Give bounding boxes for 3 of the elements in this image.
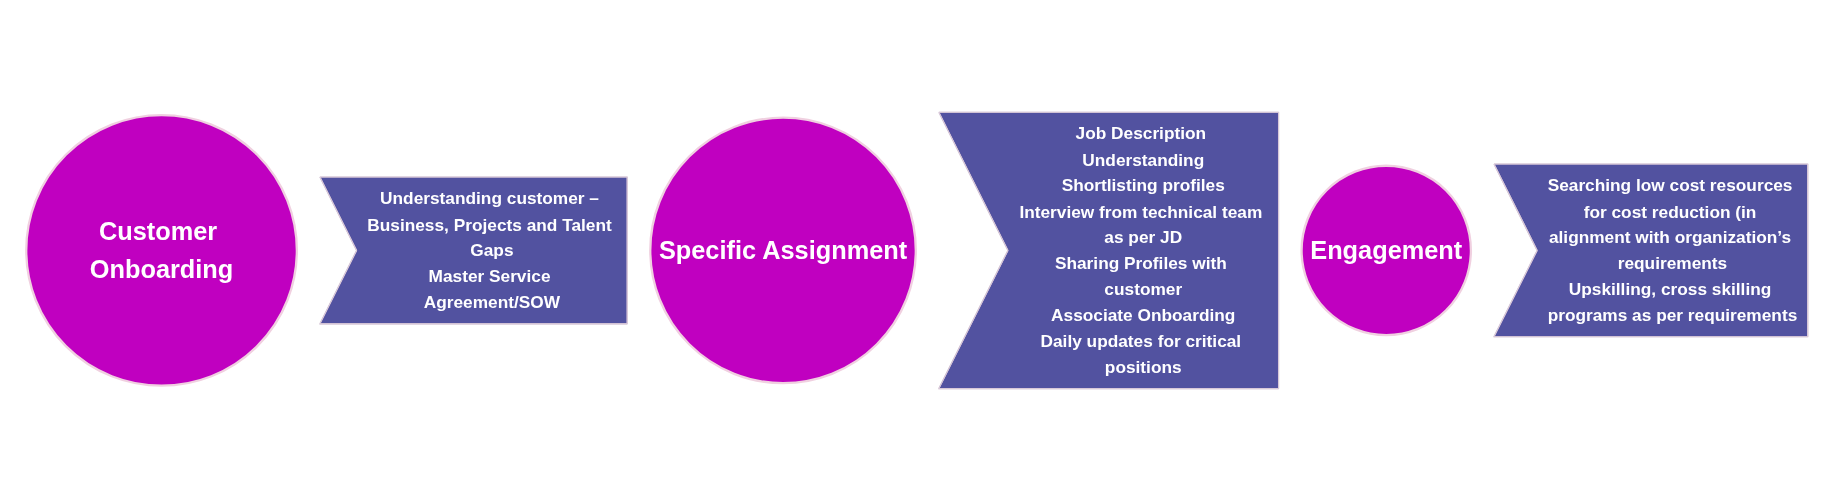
node-circle: Customer Onboarding [25, 114, 298, 387]
node-circle: Specific Assignment [649, 116, 917, 385]
node-circle: Engagement [1300, 164, 1473, 337]
